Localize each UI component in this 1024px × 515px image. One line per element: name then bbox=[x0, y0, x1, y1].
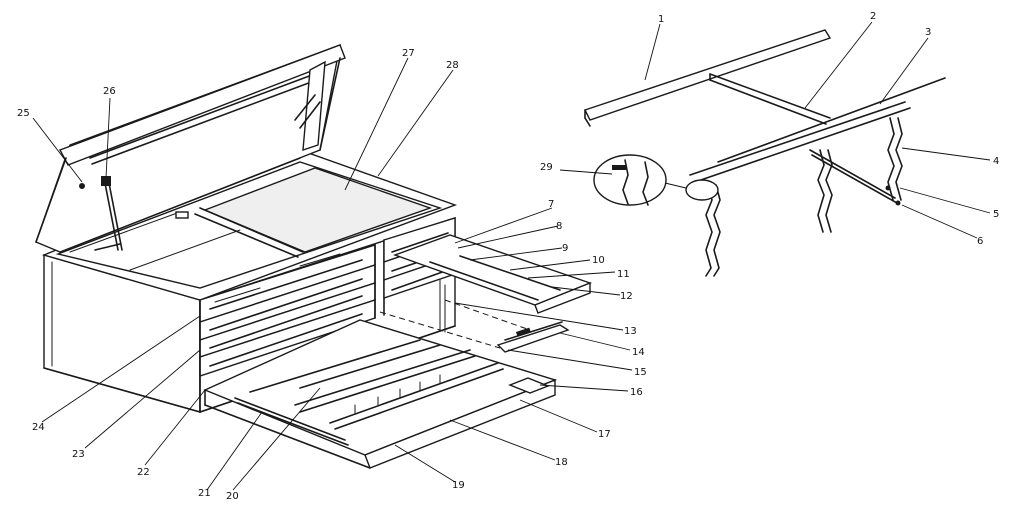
lid-support-bracket bbox=[302, 60, 326, 152]
lid-lock-knob bbox=[79, 183, 85, 189]
callout-3: 3 bbox=[925, 27, 931, 38]
chest-lid bbox=[35, 43, 346, 253]
callout-14: 14 bbox=[632, 347, 645, 358]
callout-4: 4 bbox=[993, 156, 999, 167]
leg-front-left bbox=[705, 184, 721, 277]
callout-18: 18 bbox=[555, 457, 568, 468]
callout-19: 19 bbox=[452, 480, 465, 491]
callout-2: 2 bbox=[870, 11, 876, 22]
rail-part-3 bbox=[689, 101, 906, 176]
detail-target bbox=[685, 179, 719, 201]
callout-22: 22 bbox=[137, 467, 150, 478]
callout-12: 12 bbox=[620, 291, 633, 302]
rail-part-1 bbox=[584, 29, 832, 121]
drawer-slide bbox=[496, 321, 570, 353]
callout-21: 21 bbox=[198, 488, 211, 499]
callout-27: 27 bbox=[402, 48, 415, 59]
leader-lines bbox=[32, 21, 991, 491]
callout-29: 29 bbox=[540, 162, 553, 173]
callout-28: 28 bbox=[446, 60, 459, 71]
callout-8: 8 bbox=[556, 221, 562, 232]
callout-26: 26 bbox=[103, 86, 116, 97]
callout-24: 24 bbox=[32, 422, 45, 433]
callout-20: 20 bbox=[226, 491, 239, 502]
callout-11: 11 bbox=[617, 269, 630, 280]
callout-9: 9 bbox=[562, 243, 568, 254]
callout-25: 25 bbox=[17, 108, 30, 119]
upper-drawer bbox=[379, 234, 593, 349]
callout-1: 1 bbox=[658, 14, 664, 25]
callout-7: 7 bbox=[548, 199, 554, 210]
tray-liner bbox=[203, 167, 433, 253]
callout-numbers: 1 2 3 4 5 6 7 8 9 10 11 12 13 14 15 16 1… bbox=[17, 11, 999, 502]
hinge-bracket bbox=[175, 211, 189, 219]
callout-17: 17 bbox=[598, 429, 611, 440]
callout-15: 15 bbox=[634, 367, 647, 378]
drawer-stack-left bbox=[199, 244, 376, 377]
leg-rear-right bbox=[887, 117, 903, 201]
lid-gas-spring bbox=[103, 177, 119, 251]
callout-23: 23 bbox=[72, 449, 85, 460]
callout-6: 6 bbox=[977, 236, 983, 247]
rail-assembly bbox=[584, 29, 946, 277]
upper-drawer-front bbox=[534, 281, 591, 314]
callout-10: 10 bbox=[592, 255, 605, 266]
detail-circle bbox=[593, 154, 667, 206]
rail-part-2 bbox=[709, 73, 831, 119]
callout-5: 5 bbox=[993, 209, 999, 220]
gas-spring-mount bbox=[101, 176, 111, 186]
callout-16: 16 bbox=[630, 387, 643, 398]
callout-13: 13 bbox=[624, 326, 637, 337]
leg-center bbox=[817, 149, 833, 233]
